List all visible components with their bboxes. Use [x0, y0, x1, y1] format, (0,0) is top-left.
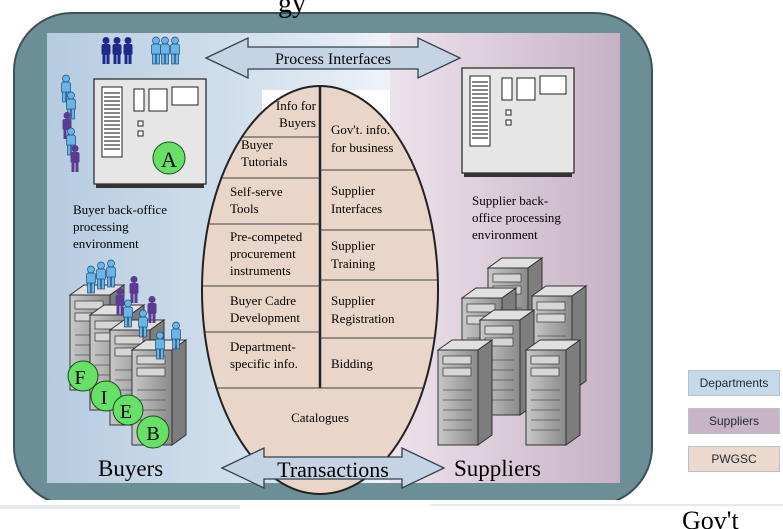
service-line: for business: [331, 140, 393, 155]
process-interfaces-label: Process Interfaces: [275, 51, 391, 68]
process-interfaces-arrow: [204, 36, 462, 80]
service-line: Pre-competed: [230, 229, 303, 244]
service-line: specific info.: [230, 356, 298, 371]
legend-departments: Departments: [688, 370, 780, 396]
supplier-env-line: environment: [472, 227, 538, 242]
service-line: Supplier: [331, 293, 376, 308]
transactions-arrow: [220, 446, 446, 490]
heading-fragment: gy: [278, 0, 306, 19]
service-line: Gov't. info.: [331, 122, 390, 137]
suppliers-label: Suppliers: [454, 456, 541, 481]
service-line: Development: [230, 310, 300, 325]
service-line: Buyers: [279, 115, 316, 130]
services-oval-outline: [201, 85, 439, 495]
supplier-backoffice-board: [461, 67, 575, 177]
people-group-light: [151, 36, 180, 65]
services-oval: [202, 86, 438, 494]
server-badge-label: B: [146, 423, 159, 445]
legend-suppliers-label: Suppliers: [708, 414, 760, 428]
server-badge-label: I: [101, 387, 108, 409]
service-line: Registration: [331, 311, 395, 326]
service-line: Buyer: [241, 137, 273, 152]
badge-a: [152, 141, 186, 175]
legend-pwgsc-label: PWGSC: [711, 452, 757, 466]
buyer-env-line: processing: [73, 219, 129, 234]
service-line: Supplier: [331, 238, 376, 253]
service-line: Department-: [230, 339, 296, 354]
service-line: Interfaces: [331, 201, 382, 216]
supplier-env-line: office processing: [472, 210, 561, 225]
buyer-env-line: environment: [73, 236, 139, 251]
supplier-env-caption: Supplier back- office processing environ…: [472, 193, 561, 242]
buyer-env-line: Buyer back-office: [73, 202, 167, 217]
buyer-env-caption: Buyer back-office processing environment: [73, 202, 167, 251]
service-line: instruments: [230, 263, 291, 278]
buyer-backoffice-board: [93, 78, 207, 188]
service-line: Info for: [276, 98, 317, 113]
service-line: Training: [331, 256, 376, 271]
service-line: Supplier: [331, 183, 376, 198]
catalogues-label: Catalogues: [291, 410, 349, 425]
service-line: Tutorials: [241, 154, 287, 169]
badge-a-label: A: [161, 147, 177, 172]
legend-departments-label: Departments: [699, 376, 769, 390]
supplier-services: Gov't. info. for business Supplier Inter…: [331, 122, 395, 371]
supplier-env-line: Supplier back-: [472, 193, 548, 208]
server-badges: [67, 360, 170, 449]
server-badge-label: E: [120, 401, 132, 423]
legend-pwgsc: PWGSC: [688, 446, 780, 472]
service-line: Buyer Cadre: [230, 293, 296, 308]
service-line: procurement: [230, 246, 296, 261]
footer-fragment: Gov't: [682, 506, 739, 529]
service-line: Bidding: [331, 356, 373, 371]
service-line: Tools: [230, 201, 259, 216]
buyer-services: Info for Buyers Buyer Tutorials Self-ser…: [230, 98, 317, 371]
server-badge-label: F: [74, 367, 85, 389]
transactions-label: Transactions: [277, 457, 389, 482]
legend-suppliers: Suppliers: [688, 408, 780, 434]
buyers-label: Buyers: [98, 456, 163, 481]
service-line: Self-serve: [230, 184, 283, 199]
